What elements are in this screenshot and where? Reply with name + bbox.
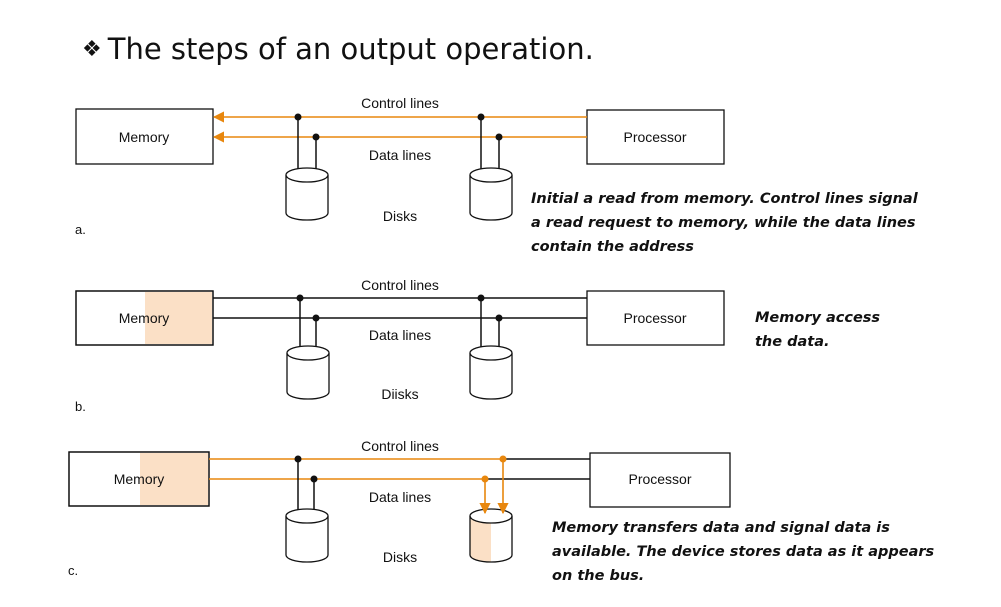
note-line: Memory access [755, 310, 880, 326]
processor-box [589, 452, 731, 508]
junction-dot [495, 314, 503, 322]
junction-dot [499, 455, 507, 463]
junction-dot [310, 475, 318, 483]
data-lines-label: Data lines [369, 147, 431, 163]
disks-label: Diisks [381, 386, 418, 402]
junction-dot [296, 294, 304, 302]
panel-a: Control lines Data lines Disks a. Memory… [75, 95, 919, 255]
memory-label: Memory [119, 129, 170, 145]
panel-c: Control lines Data lines Disks c. Memory… [68, 438, 935, 584]
processor-label: Processor [623, 129, 686, 145]
disk-icon [469, 167, 513, 221]
note-line: a read request to memory, while the data… [531, 215, 916, 231]
junction-dot [477, 113, 485, 121]
note-line: on the bus. [552, 568, 644, 584]
processor-label: Processor [623, 310, 686, 326]
disk-icon [286, 345, 330, 400]
control-lines-label: Control lines [361, 277, 439, 293]
note-line: available. The device stores data as it … [552, 544, 935, 560]
page-title-text: The steps of an output operation. [107, 32, 594, 66]
memory-label: Memory [114, 471, 165, 487]
disks-label: Disks [383, 208, 417, 224]
memory-data-highlight [145, 292, 212, 344]
junction-dot [294, 113, 302, 121]
note-line: the data. [755, 334, 830, 350]
disk-icon [285, 508, 329, 563]
disks-label: Disks [383, 549, 417, 565]
processor-box [586, 109, 725, 165]
disk-icon [285, 167, 329, 221]
junction-dot [294, 455, 302, 463]
control-lines-label: Control lines [361, 438, 439, 454]
memory-label: Memory [119, 310, 170, 326]
panel-caption: a. [75, 222, 86, 237]
disk-icon-active [469, 508, 513, 563]
page-title: ❖ The steps of an output operation. [82, 32, 594, 66]
note-line: Initial a read from memory. Control line… [531, 191, 919, 207]
panel-caption: b. [75, 399, 86, 414]
processor-box [586, 290, 725, 346]
junction-dot [495, 133, 503, 141]
memory-box [75, 108, 214, 165]
panel-b: Control lines Data lines Diisks b. Memor… [75, 277, 880, 414]
junction-dot [477, 294, 485, 302]
junction-dot [312, 133, 320, 141]
disk-icon [469, 345, 513, 400]
note-line: Memory transfers data and signal data is [552, 520, 890, 536]
control-lines-label: Control lines [361, 95, 439, 111]
data-lines-label: Data lines [369, 489, 431, 505]
junction-dot [312, 314, 320, 322]
junction-dot [481, 475, 489, 483]
data-lines-label: Data lines [369, 327, 431, 343]
panel-caption: c. [68, 563, 78, 578]
memory-data-highlight [140, 453, 208, 505]
processor-label: Processor [628, 471, 691, 487]
note-line: contain the address [531, 239, 694, 255]
four-diamond-bullet-icon: ❖ [82, 36, 102, 62]
